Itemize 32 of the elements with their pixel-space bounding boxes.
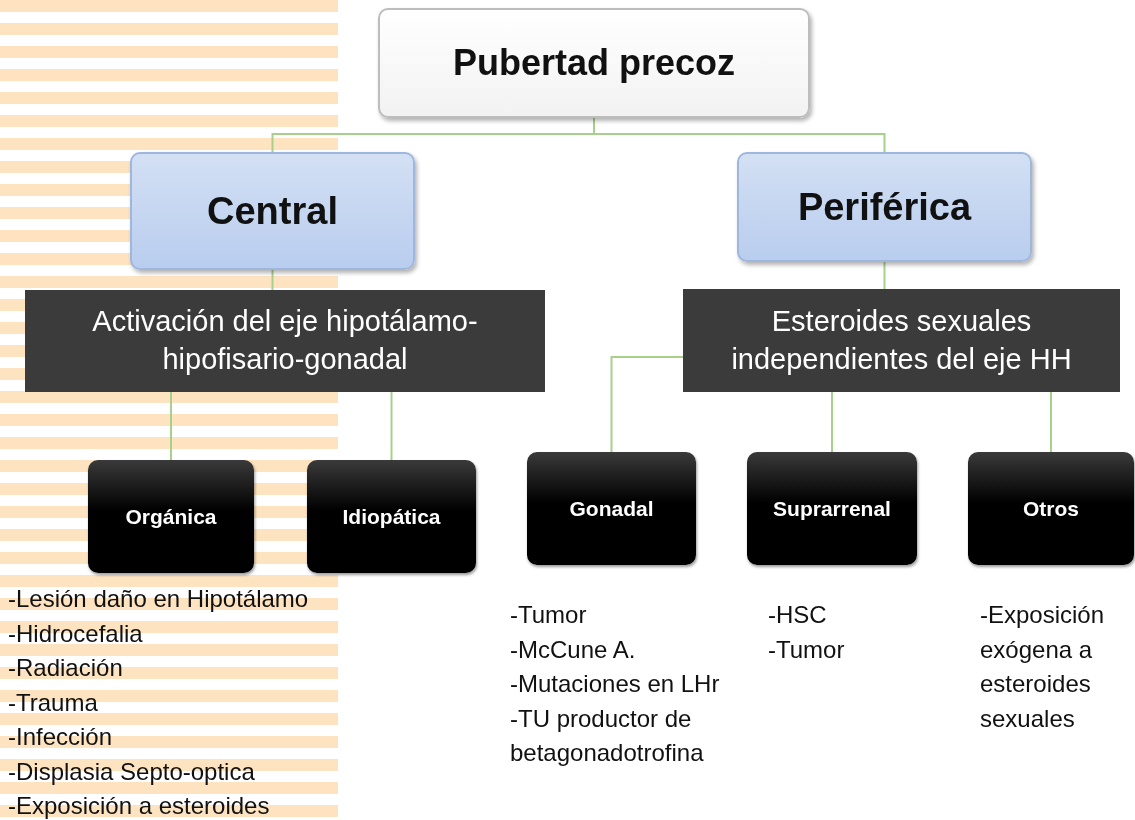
type-box: Gonadal — [527, 452, 696, 565]
category-box: Periférica — [737, 152, 1032, 262]
description-box: Activación del eje hipotálamo-hipofisario-gonadal — [25, 290, 545, 392]
list-item: -TU productor de betagonadotrofina — [510, 703, 705, 768]
title-box: Pubertad precoz — [378, 8, 810, 118]
connector-line — [831, 391, 833, 453]
list-item: -Radiación — [8, 653, 124, 683]
list-item: -HSC — [768, 600, 828, 630]
connector-line — [390, 391, 393, 461]
connector-line — [610, 356, 684, 453]
list-item: -Exposición exógena a esteroides sexuales — [980, 600, 1106, 734]
connector-line — [170, 391, 172, 461]
list-item: -Displasia Septo-optica — [8, 756, 256, 787]
list-item: -Trauma — [8, 687, 99, 718]
connector-line — [593, 117, 886, 153]
connector-line — [1050, 391, 1052, 453]
category-box: Central — [130, 152, 415, 270]
list-item: -Tumor — [768, 634, 846, 665]
description-box: Esteroides sexuales independientes del eje HH — [683, 289, 1120, 392]
list-item: -Infección — [8, 722, 114, 752]
type-box: Idiopática — [307, 460, 476, 573]
connector-line — [271, 269, 274, 291]
list-item: -Exposición a esteroides — [8, 791, 271, 820]
connector-line — [883, 261, 886, 290]
list-item: -Hidrocefalia — [8, 618, 144, 649]
type-box: Suprarrenal — [747, 452, 917, 565]
list-item: -Lesión daño en Hipotálamo — [8, 584, 310, 614]
list-item: -Tumor — [510, 600, 588, 630]
type-box: Otros — [968, 452, 1134, 565]
list-item: -Mutaciones en LHr — [510, 669, 721, 699]
list-item: -McCune A. — [510, 634, 637, 665]
type-box: Orgánica — [88, 460, 254, 573]
